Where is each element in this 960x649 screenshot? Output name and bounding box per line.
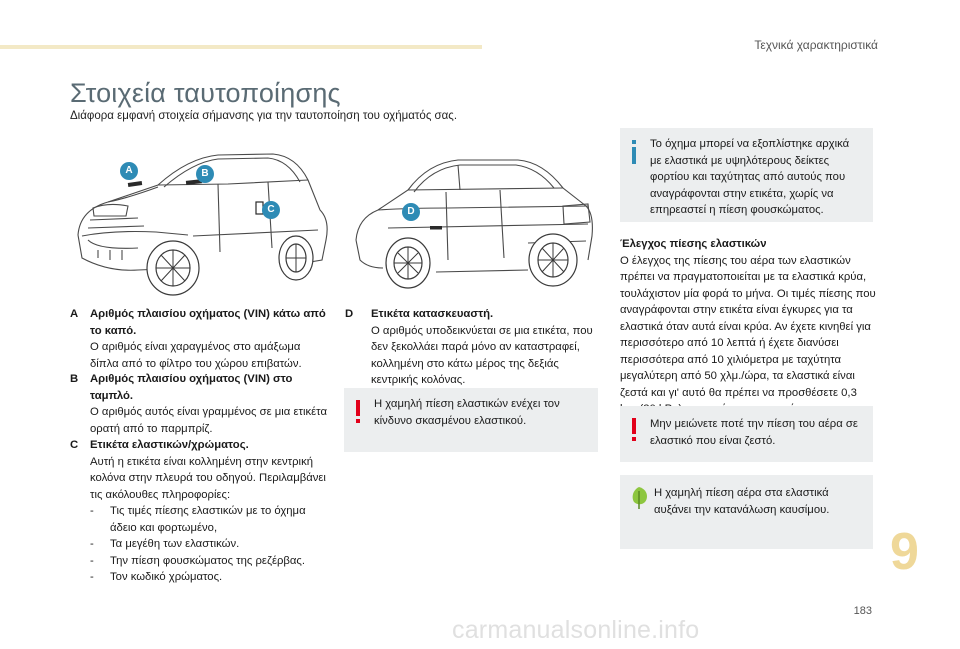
pressure-check-heading: Έλεγχος πίεσης ελαστικών [620,238,767,250]
entry-c-text: Αυτή η ετικέτα είναι κολλημένη στην κεντ… [90,455,326,501]
page-title: Στοιχεία ταυτοποίησης [70,78,341,108]
eco-leaf-icon [632,487,647,509]
entry-d-text: Ο αριθμός υποδεικνύεται σε μια ετικέτα, … [371,324,593,387]
warning-text-right: Μην μειώνετε ποτέ την πίεση του αέρα σε … [650,418,858,447]
page-subtitle: Διάφορα εμφανή στοιχεία σήμανσης για την… [70,110,458,122]
entry-a-heading: Αριθμός πλαισίου οχήματος (VIN) κάτω από… [90,308,326,337]
list-item: Τον κωδικό χρώματος. [90,569,332,586]
warning-text-middle: Η χαμηλή πίεση ελαστικών ενέχει τον κίνδ… [374,398,560,427]
eco-text-right: Η χαμηλή πίεση αέρα στα ελαστικά αυξάνει… [654,487,830,516]
entry-a-letter: A [70,308,79,320]
callout-b: B [196,165,214,183]
info-icon [632,140,636,164]
callout-c: C [262,201,280,219]
list-item: Την πίεση φουσκώματος της ρεζέρβας. [90,553,332,570]
car-rear-illustration [348,148,598,298]
entry-d-letter: D [345,308,354,320]
page-number: 183 [853,605,872,617]
entry-b-letter: B [70,373,79,385]
entry-b-heading: Αριθμός πλαισίου οχήματος (VIN) στο ταμπ… [90,373,293,402]
info-box-right: Το όχημα μπορεί να εξοπλίστηκε αρχικά με… [620,128,873,222]
entry-d-heading: Ετικέτα κατασκευαστή. [371,308,494,320]
watermark: carmanualsonline.info [452,616,700,644]
list-item: Τα μεγέθη των ελαστικών. [90,536,332,553]
entry-c-bullets: Τις τιμές πίεσης ελαστικών με το όχημα ά… [90,503,332,586]
info-text-right: Το όχημα μπορεί να εξοπλίστηκε αρχικά με… [650,138,850,216]
warning-box-right: Μην μειώνετε ποτέ την πίεση του αέρα σε … [620,406,873,462]
header-rule [0,45,482,49]
callout-a: A [120,162,138,180]
section-name: Τεχνικά χαρακτηριστικά [754,38,878,52]
eco-box-right: Η χαμηλή πίεση αέρα στα ελαστικά αυξάνει… [620,475,873,549]
warning-icon [356,400,360,423]
entry-b-text: Ο αριθμός αυτός είναι γραμμένος σε μια ε… [90,406,327,435]
entry-c-heading: Ετικέτα ελαστικών/χρώματος. [90,439,249,451]
warning-icon [632,418,636,441]
car-front-illustration [68,140,333,300]
chapter-number: 9 [890,523,919,581]
entry-c-letter: C [70,439,79,451]
pressure-check-section: Έλεγχος πίεσης ελαστικών Ο έλεγχος της π… [620,236,876,434]
callout-d: D [402,203,420,221]
entry-a-text: Ο αριθμός είναι χαραγμένος στο αμάξωμα δ… [90,341,302,370]
list-item: Τις τιμές πίεσης ελαστικών με το όχημα ά… [90,503,332,536]
warning-box-middle: Η χαμηλή πίεση ελαστικών ενέχει τον κίνδ… [344,388,598,452]
